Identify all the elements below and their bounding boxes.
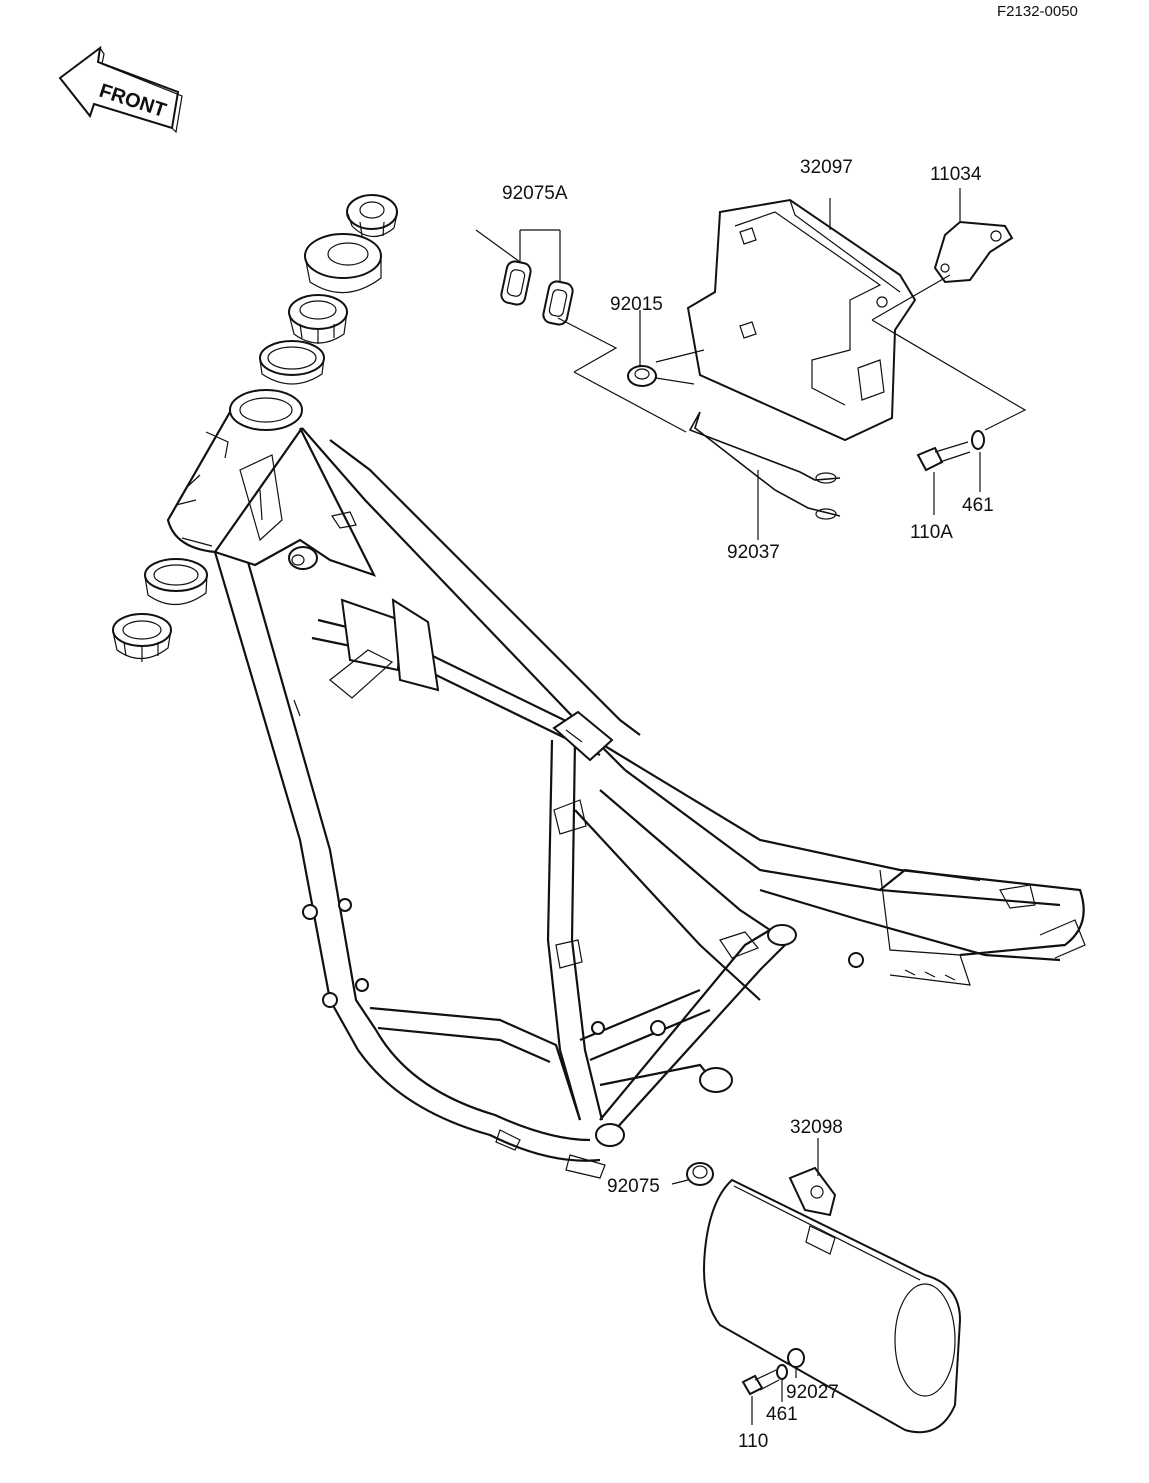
callout-461-upper: 461 [962, 495, 994, 516]
plug-92075 [686, 1162, 714, 1186]
callout-32097: 32097 [800, 157, 853, 178]
callout-92075A: 92075A [502, 183, 568, 204]
callout-32098: 32098 [790, 1117, 843, 1138]
steering-bearing-parts [112, 194, 398, 662]
callout-461-lower: 461 [766, 1404, 798, 1425]
grommets-92075A [500, 260, 574, 326]
collar-92027 [787, 1348, 805, 1368]
bolt-110 [741, 1369, 780, 1396]
motorcycle-frame [166, 389, 1086, 1179]
bolt-110A [916, 441, 971, 472]
washer-461-lower [776, 1364, 788, 1380]
callout-92015: 92015 [610, 294, 663, 315]
callout-92027: 92027 [786, 1382, 839, 1403]
bracket-11034 [933, 220, 1014, 284]
diagram-code: F2132-0050 [997, 3, 1078, 20]
battery-case-32097 [686, 198, 917, 442]
washer-461-upper [971, 430, 985, 450]
callout-92075: 92075 [607, 1176, 660, 1197]
callout-110A: 110A [910, 522, 953, 543]
band-92037 [688, 411, 841, 520]
leader-lines-lower [671, 1138, 819, 1425]
callout-11034: 11034 [930, 164, 982, 185]
nut-92015 [627, 365, 657, 387]
leader-lines-upper [475, 188, 1027, 540]
tool-box-32098 [703, 1166, 962, 1434]
front-arrow-icon: FRONT [58, 45, 183, 134]
callout-92037: 92037 [727, 542, 780, 563]
callout-110: 110 [738, 1431, 768, 1452]
